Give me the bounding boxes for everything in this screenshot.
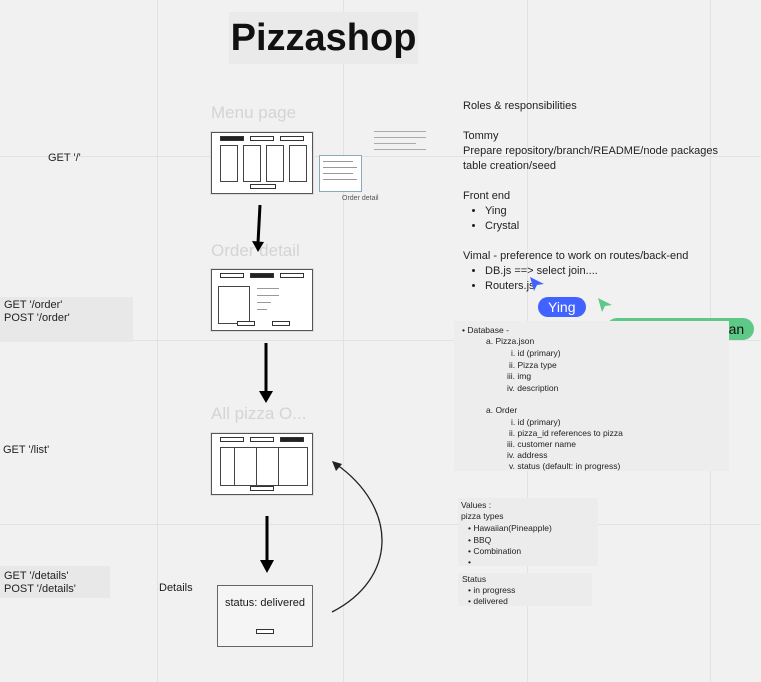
roles-heading: Roles & responsibilities <box>463 100 577 112</box>
order-field: iii. customer name <box>507 439 576 449</box>
grid-line <box>0 156 761 157</box>
status-item: delivered <box>473 596 508 606</box>
cursor-ying-badge: Ying <box>538 297 586 317</box>
route-menu: GET '/' <box>48 152 81 164</box>
all-pizza-label: All pizza O... <box>211 404 307 423</box>
order-field: ii. pizza_id references to pizza <box>509 428 623 438</box>
order-field: v. status (default: in progress) <box>509 461 621 471</box>
cursor-icon <box>530 277 544 291</box>
all-pizza-orders-wireframe[interactable] <box>211 433 313 495</box>
values-item: BBQ <box>473 535 492 545</box>
roles-note[interactable]: Roles & responsibilities Tommy Prepare r… <box>463 99 753 294</box>
status-note[interactable]: Status • in progress • delivered <box>458 573 592 606</box>
pizza-table-heading: a. Pizza.json <box>486 336 535 346</box>
pizza-field: ii. Pizza type <box>509 360 557 370</box>
route-details: GET '/details' POST '/details' <box>0 566 110 598</box>
tommy-task-2: table creation/seed <box>463 160 556 172</box>
database-note[interactable]: • Database - a. Pizza.json i. id (primar… <box>454 321 729 471</box>
menu-page-wireframe[interactable] <box>211 132 313 194</box>
route-list: GET '/list' <box>3 444 50 456</box>
vimal-item: Routers.js <box>485 279 753 294</box>
order-detail-thumbnail[interactable] <box>319 155 362 192</box>
order-field: i. id (primary) <box>511 417 561 427</box>
database-heading: Database - <box>467 325 509 335</box>
order-detail-label: Order detail <box>211 241 300 260</box>
route-order: GET '/order' POST '/order' <box>0 297 133 342</box>
order-detail-caption: Order detail <box>342 195 379 202</box>
grid-line <box>0 340 761 341</box>
menu-page-label: Menu page <box>211 103 297 122</box>
tommy-name: Tommy <box>463 130 499 142</box>
frontend-member: Ying <box>485 204 753 219</box>
text-lines-decoration <box>374 131 426 157</box>
grid-line <box>343 0 344 682</box>
arrow-down-icon <box>260 516 274 573</box>
arrow-down-icon <box>252 205 264 252</box>
frontend-heading: Front end <box>463 190 511 202</box>
vimal-item: DB.js ==> select join.... <box>485 264 753 279</box>
values-sub: pizza types <box>461 511 504 521</box>
vimal-heading: Vimal - preference to work on routes/bac… <box>463 250 689 262</box>
order-field: iv. address <box>507 450 548 460</box>
pizza-field: iv. description <box>507 383 559 393</box>
order-table-heading: a. Order <box>486 405 518 415</box>
status-heading: Status <box>462 574 487 584</box>
tommy-task-1: Prepare repository/branch/README/node pa… <box>463 145 718 157</box>
grid-line <box>157 0 158 682</box>
values-note[interactable]: Values : pizza types • Hawaiian(Pineappl… <box>458 498 598 567</box>
status-item: in progress <box>473 585 516 595</box>
details-label: Details <box>159 582 193 594</box>
values-item: Combination <box>473 546 522 556</box>
details-wireframe[interactable]: status: delivered <box>217 585 313 647</box>
values-heading: Values : <box>461 500 492 510</box>
frontend-member: Crystal <box>485 219 753 234</box>
pizza-field: iii. img <box>507 371 532 381</box>
arrow-down-icon <box>259 343 273 403</box>
status-text: status: delivered <box>224 597 306 609</box>
values-item: Hawaiian(Pineapple) <box>473 523 552 533</box>
cursor-icon <box>598 298 612 312</box>
order-detail-wireframe[interactable] <box>211 269 313 331</box>
curved-arrow-icon <box>331 461 383 613</box>
pizza-field: i. id (primary) <box>511 348 561 358</box>
board-title[interactable]: Pizzashop <box>229 12 418 64</box>
